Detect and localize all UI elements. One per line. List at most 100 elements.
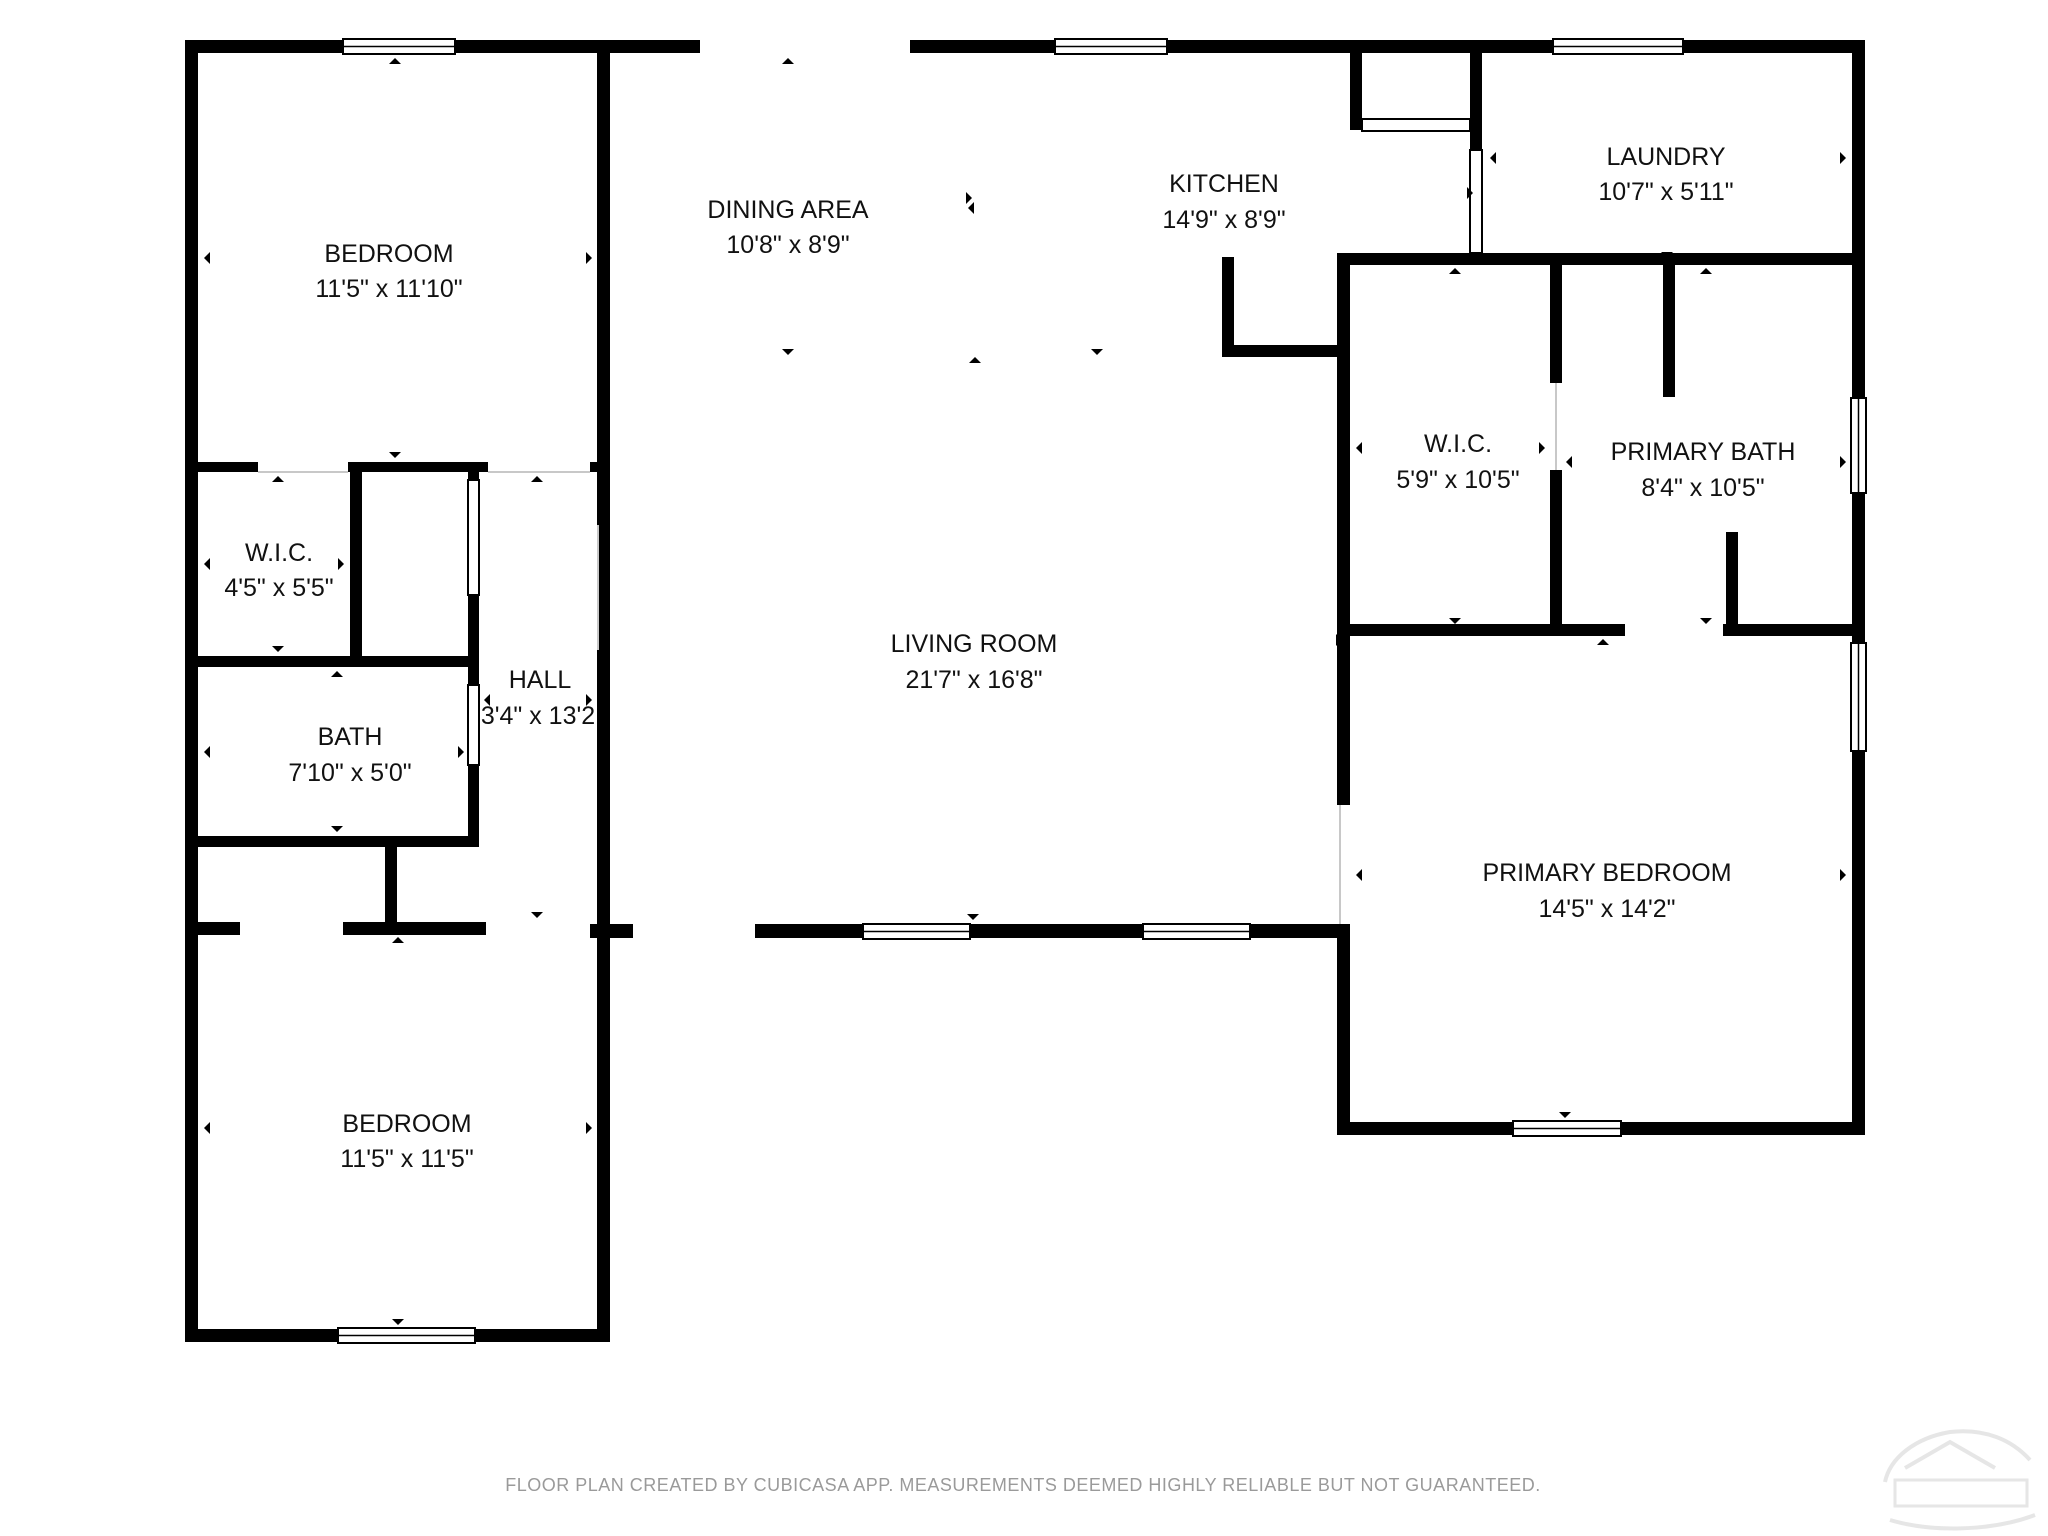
wall [468,595,479,685]
logo-roof-icon [1903,1439,1997,1470]
room-primary-bedroom: PRIMARY BEDROOM 14'5" x 14'2" [1482,859,1731,923]
wall [198,656,478,667]
marker [531,476,543,482]
window [342,38,456,55]
windows [337,38,1867,1344]
window [467,684,480,766]
wall [1222,345,1350,357]
room-name: W.I.C. [245,539,313,567]
marker [966,192,972,204]
watermark-logo [1883,1429,2036,1531]
room-size: 4'5" x 5'5" [224,574,333,602]
window [1142,923,1251,940]
room-size: 7'10" x 5'0" [288,759,411,787]
room-name: HALL [509,666,572,694]
marker [968,202,974,214]
wall [755,924,1350,938]
marker [204,252,210,264]
marker [1661,252,1673,258]
marker [604,199,610,211]
wall [1550,265,1562,383]
marker [1700,618,1712,624]
room-name: BEDROOM [324,240,453,268]
room-name: KITCHEN [1169,170,1279,198]
wall [1347,253,1865,265]
room-name: BATH [318,723,383,751]
wall [1723,624,1865,636]
window [1512,1120,1622,1137]
room-bath: BATH 7'10" x 5'0" [288,723,411,787]
room-size: 5'9" x 10'5" [1396,466,1519,494]
marker [1449,268,1461,274]
marker [1597,639,1609,645]
room-wic-right: W.I.C. 5'9" x 10'5" [1396,430,1519,494]
disclaimer-text: FLOOR PLAN CREATED BY CUBICASA APP. MEAS… [505,1475,1540,1495]
marker [331,671,343,677]
wall [1550,470,1562,630]
wall [1470,53,1482,150]
logo-house-icon [1883,1429,2032,1483]
marker [392,937,404,943]
marker [1091,349,1103,355]
marker [458,746,464,758]
marker [1840,869,1846,881]
wall [350,462,362,662]
marker [484,694,490,706]
marker [967,914,979,920]
room-size: 8'4" x 10'5" [1641,474,1764,502]
logo-swoosh-icon [1889,1513,2036,1531]
wall [910,40,1865,53]
wall [385,847,397,925]
wall [590,924,633,938]
window [862,923,971,940]
room-name: W.I.C. [1424,430,1492,458]
marker [586,694,592,706]
room-living-room: LIVING ROOM 21'7" x 16'8" [891,630,1058,694]
marker [531,912,543,918]
window [1552,38,1684,55]
wall [1222,257,1234,357]
wall [198,836,478,847]
room-bedroom-top: BEDROOM 11'5" x 11'10" [315,240,462,303]
window [1850,397,1867,494]
marker [782,349,794,355]
marker [1490,152,1496,164]
room-size: 11'5" x 11'10" [315,275,462,303]
wall [597,53,610,1342]
window [1361,118,1471,132]
wall [468,462,479,480]
wall [185,40,198,1342]
window [337,1327,476,1344]
room-dining-area: DINING AREA 10'8" x 8'9" [707,196,868,259]
room-name: DINING AREA [707,196,868,224]
room-primary-bath: PRIMARY BATH 8'4" x 10'5" [1611,438,1796,502]
room-size: 14'5" x 14'2" [1538,895,1675,923]
logo-banner-icon [1893,1478,2029,1508]
marker [389,58,401,64]
marker [782,58,794,64]
room-size: 11'5" x 11'5" [340,1145,473,1173]
marker [586,1122,592,1134]
room-laundry: LAUNDRY 10'7" x 5'11" [1598,143,1733,206]
room-size: 10'8" x 8'9" [726,231,849,259]
marker [1566,456,1572,468]
wall [1663,265,1675,397]
marker [272,646,284,652]
marker [1336,634,1342,646]
room-name: LAUNDRY [1606,143,1725,171]
marker [331,826,343,832]
wall [198,462,258,472]
marker [204,1122,210,1134]
marker [272,476,284,482]
wall [1337,253,1350,805]
wall [590,462,600,472]
marker [1356,869,1362,881]
room-size: 10'7" x 5'11" [1598,178,1733,206]
window [1850,642,1867,752]
marker [1840,152,1846,164]
marker [969,357,981,363]
marker [204,558,210,570]
marker [204,746,210,758]
wall [198,922,240,935]
